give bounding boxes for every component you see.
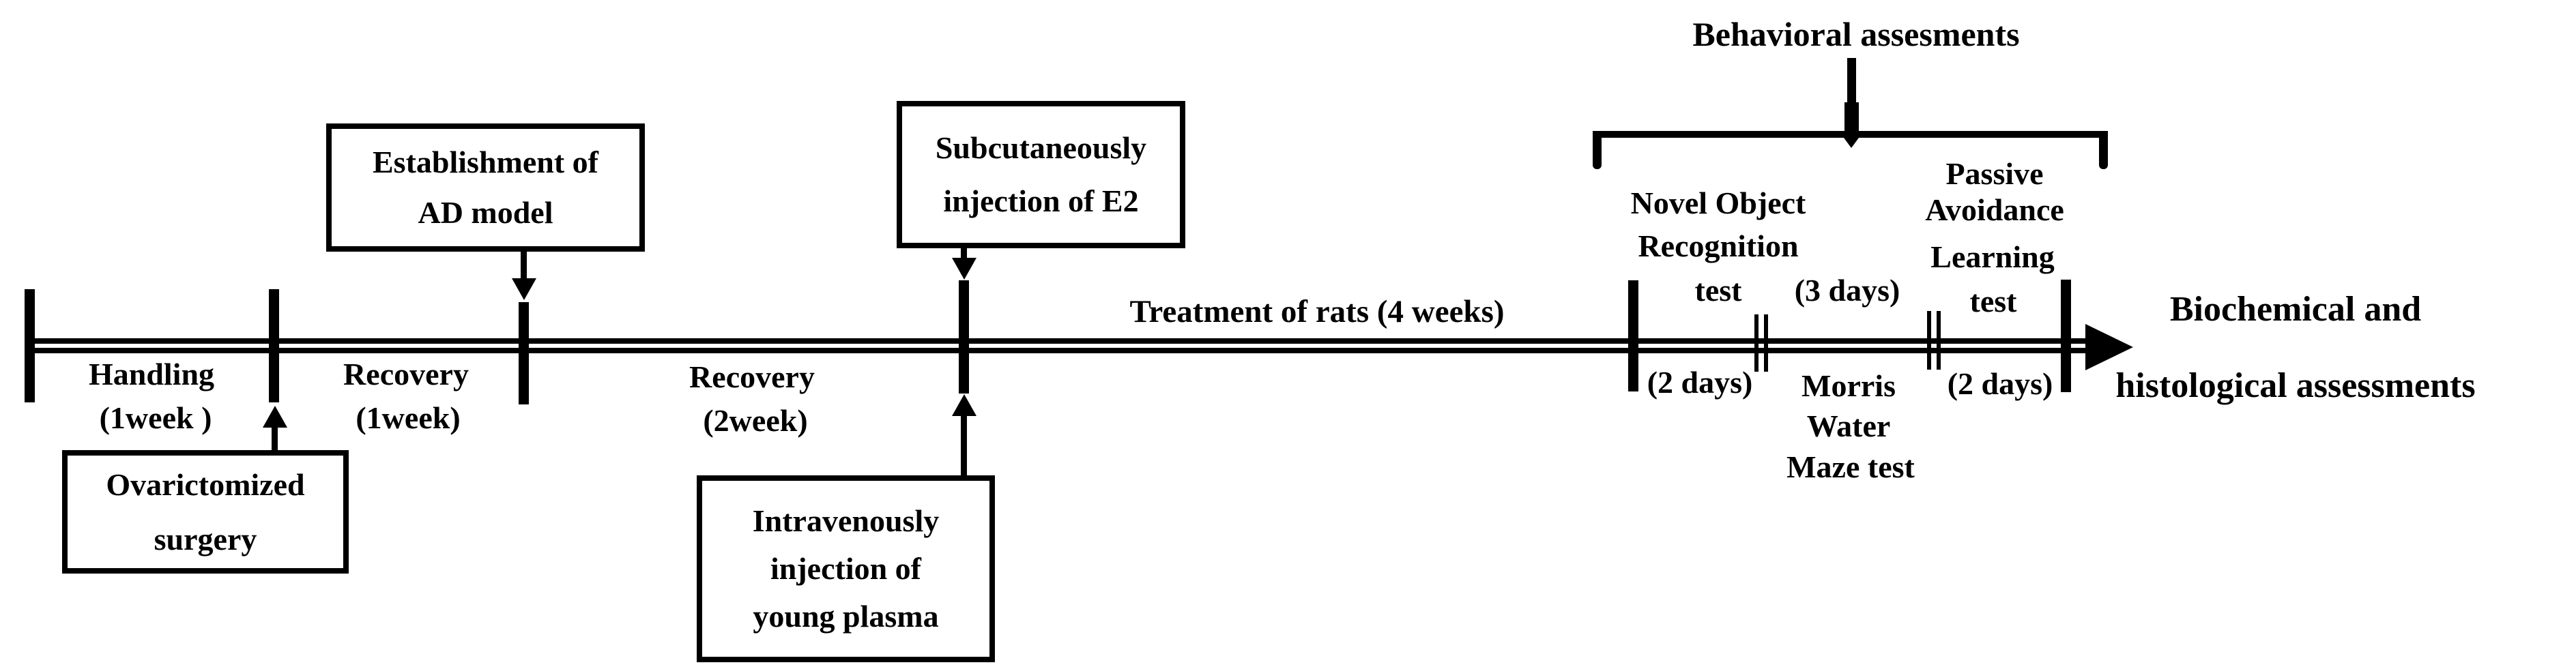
brace-bar xyxy=(1593,131,2108,138)
ad-model-arrow-icon xyxy=(512,278,536,300)
pal-line3: Learning xyxy=(1930,239,2055,274)
plasma-injection-box: Intravenously injection of young plasma xyxy=(697,475,995,662)
tick-timeline-end xyxy=(2061,280,2071,392)
ad-model-box: Establishment of AD model xyxy=(326,123,645,252)
recovery1-duration: (1week) xyxy=(356,400,461,435)
nor-line1: Novel Object xyxy=(1630,186,1806,220)
nor-line3: test xyxy=(1694,273,1742,308)
tick-ad-model xyxy=(519,302,529,404)
pal-duration: (2 days) xyxy=(1947,366,2053,401)
break-mark-1 xyxy=(1764,314,1768,372)
brace-right-end xyxy=(2099,131,2108,169)
plasma-injection-line1: Intravenously xyxy=(752,503,940,538)
ad-model-line2: AD model xyxy=(418,195,553,230)
pal-line2: Avoidance xyxy=(1925,192,2064,227)
break-mark-2 xyxy=(1927,311,1931,370)
behavioral-title: Behavioral assesments xyxy=(1692,15,2020,53)
plasma-injection-line2: injection of xyxy=(770,551,921,586)
mwm-line3: Maze test xyxy=(1786,449,1915,484)
timeline-line-lower xyxy=(25,348,2103,353)
timeline-line-upper xyxy=(25,338,2103,344)
e2-arrow-icon xyxy=(952,258,976,280)
mwm-line2: Water xyxy=(1806,409,1891,443)
recovery1-label: Recovery xyxy=(343,357,469,391)
ovariectomy-box: Ovarictomized surgery xyxy=(62,450,349,574)
handling-label: Handling xyxy=(88,357,215,391)
ad-model-arrow-shaft xyxy=(521,250,527,280)
pal-line4: test xyxy=(1969,284,2017,318)
plasma-arrow-shaft xyxy=(961,415,967,477)
plasma-arrow-icon xyxy=(952,394,976,416)
plasma-injection-line3: young plasma xyxy=(753,599,939,634)
brace-left-end xyxy=(1593,131,1602,169)
break-mark-2 xyxy=(1937,311,1941,370)
treatment-label: Treatment of rats (4 weeks) xyxy=(1129,294,1505,329)
brace-center-notch xyxy=(1844,138,1859,148)
ovariectomy-line1: Ovarictomized xyxy=(106,466,305,502)
break-mark-1 xyxy=(1754,314,1759,372)
tick-behavioral-start xyxy=(1628,280,1638,391)
timeline-arrowhead-icon xyxy=(2085,324,2133,370)
endpoint-line2: histological assessments xyxy=(2115,366,2476,405)
brace-connector-base xyxy=(1844,102,1859,132)
pal-line1: Passive xyxy=(1945,156,2044,191)
handling-duration: (1week ) xyxy=(99,400,212,435)
e2-arrow-shaft xyxy=(961,246,967,260)
ovariectomy-line2: surgery xyxy=(154,521,257,557)
mwm-line1: Morris xyxy=(1801,368,1896,403)
recovery2-label: Recovery xyxy=(689,359,815,394)
tick-start xyxy=(25,289,35,402)
e2-injection-line1: Subcutaneously xyxy=(935,130,1147,165)
ovariectomy-arrow-icon xyxy=(263,406,287,428)
tick-end-handling xyxy=(269,289,279,402)
e2-injection-box: Subcutaneously injection of E2 xyxy=(897,101,1185,248)
ovariectomy-arrow-shaft xyxy=(272,426,278,451)
recovery2-duration: (2week) xyxy=(703,403,808,438)
nor-line2: Recognition xyxy=(1638,228,1799,263)
nor-duration: (2 days) xyxy=(1647,365,1753,400)
mwm-duration: (3 days) xyxy=(1794,273,1900,308)
e2-injection-line2: injection of E2 xyxy=(943,183,1139,218)
tick-injections xyxy=(959,280,969,394)
endpoint-line1: Biochemical and xyxy=(2169,290,2422,329)
ad-model-line1: Establishment of xyxy=(373,145,598,179)
